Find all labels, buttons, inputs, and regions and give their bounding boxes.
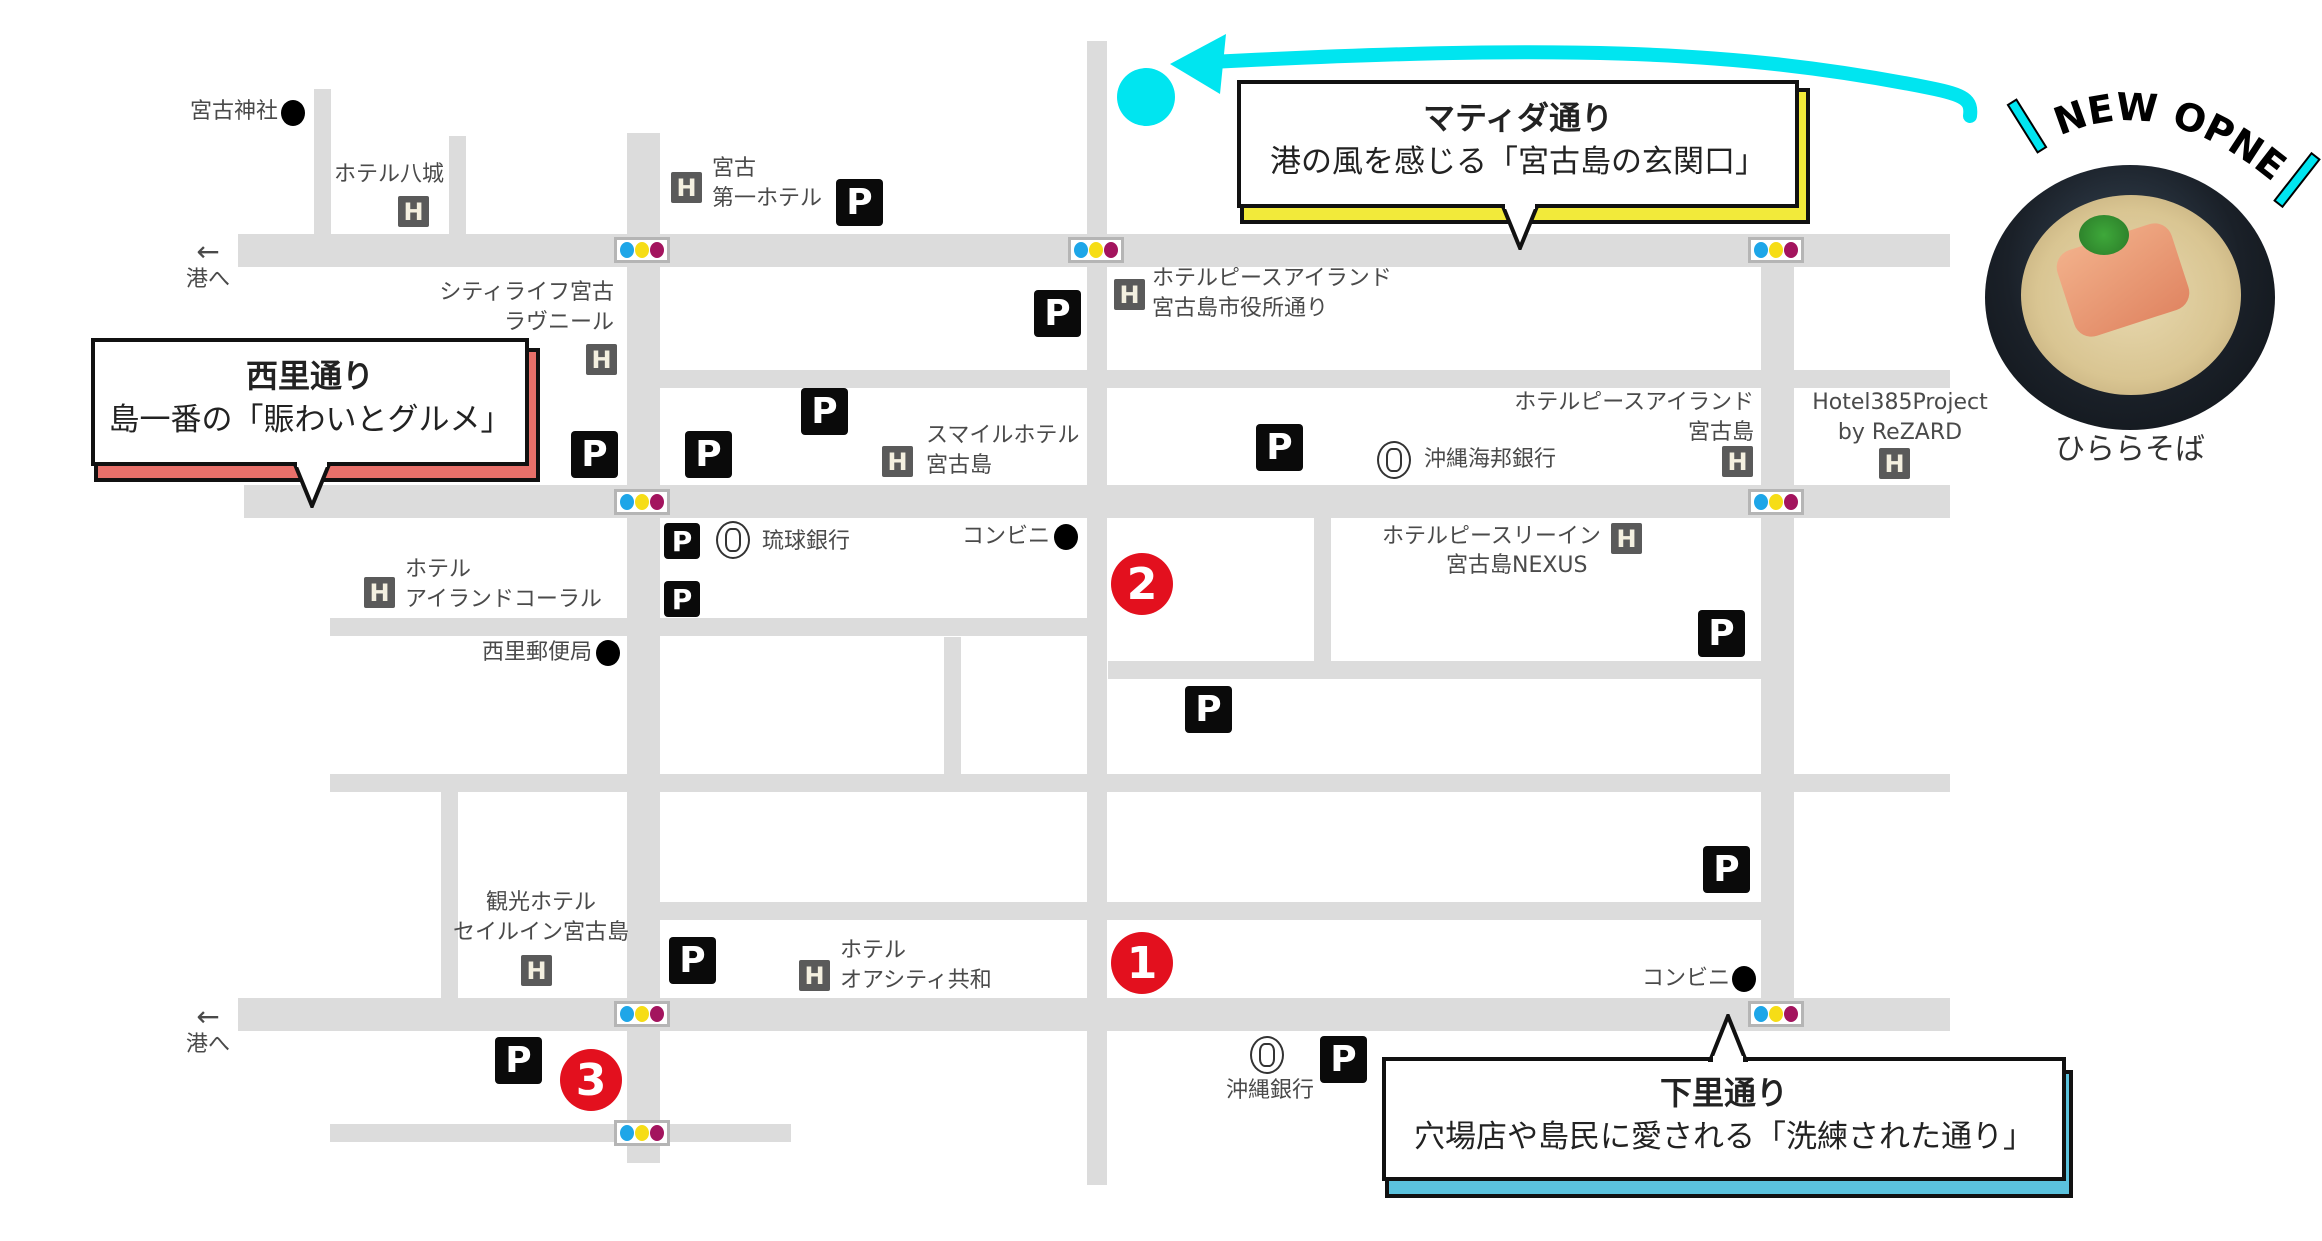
arrow-left-icon: ← (196, 235, 220, 268)
hotel-peace-miyakojima-label: ホテルピースアイランド 宮古島 (1514, 390, 1754, 445)
callout-nishizato-subtitle: 島一番の「賑わいとグルメ」 (108, 402, 512, 438)
parking-icon: P (1320, 1036, 1367, 1083)
parking-icon: P (1698, 610, 1745, 657)
callout-matida-subtitle: 港の風を感じる「宮古島の玄関口」 (1270, 144, 1766, 180)
callout-tail (292, 462, 332, 508)
hotel-peace-shiyakusho-label: ホテルピースアイランド 宮古島市役所通り (1152, 266, 1392, 321)
marker-number-3[interactable]: 3 (560, 1049, 622, 1111)
parking-icon: P (495, 1037, 542, 1084)
hotel-sailin-label: 観光ホテル セイルイン宮古島 (452, 890, 629, 945)
destination-dot-icon (1117, 68, 1175, 126)
landmark-shrine-label: 宮古神社 (189, 99, 278, 124)
hotel-smile-label: スマイルホテル 宮古島 (926, 423, 1080, 478)
bank-okinawa-label: 沖縄銀行 (1225, 1078, 1314, 1103)
sparkle-line-icon (2006, 98, 2048, 154)
hotel-icon: H (799, 960, 830, 991)
hotel-icon: H (1722, 446, 1753, 477)
hotel-385project-label: Hotel385Project by ReZARD (1812, 390, 1988, 445)
traffic-signal-icon (1748, 489, 1804, 515)
road-vertical (314, 89, 331, 239)
parking-icon: P (801, 388, 848, 435)
landmark-dot-icon (281, 100, 305, 126)
traffic-signal-icon (614, 1120, 670, 1146)
parking-icon: P (1185, 686, 1232, 733)
hotel-hachijo-label: ホテル八城 (334, 162, 445, 187)
parking-icon: P (836, 179, 883, 226)
direction-to-port: ← 港へ (186, 235, 231, 293)
soba-shop-name: ひららそば (2055, 432, 2205, 467)
parking-icon: P (1256, 424, 1303, 471)
road-horizontal (330, 774, 1950, 792)
hotel-icon: H (882, 446, 913, 477)
landmark-dot-icon (596, 640, 620, 666)
road-vertical (449, 136, 466, 236)
hotel-icon: H (1114, 279, 1145, 310)
traffic-signal-icon (1068, 237, 1124, 263)
bank-icon (1377, 441, 1411, 479)
callout-shimozato-title: 下里通り (1659, 1074, 1788, 1112)
parking-icon: P (1034, 290, 1081, 337)
road-vertical-main-center (1087, 41, 1107, 1185)
road-vertical (1314, 515, 1331, 661)
parking-icon: P (664, 581, 700, 617)
parking-icon: P (664, 523, 700, 559)
soba-green-onion (2079, 215, 2129, 255)
hotel-icon: H (398, 196, 429, 227)
landmark-konbini-label: コンビニ (1641, 966, 1730, 991)
parking-icon: P (669, 937, 716, 984)
hotel-icon: H (1611, 523, 1642, 554)
hotel-icon: H (586, 344, 617, 375)
bank-icon (716, 521, 750, 559)
road-vertical-main-west (627, 133, 660, 1163)
bank-ryukyu-label: 琉球銀行 (762, 529, 851, 554)
hotel-island-coral-label: ホテル アイランドコーラル (405, 557, 602, 612)
parking-icon: P (685, 431, 732, 478)
road-horizontal (330, 1124, 791, 1142)
soba-bowl-image (1985, 165, 2275, 430)
traffic-signal-icon (614, 489, 670, 515)
hotel-peace-three-sub-label: 宮古島NEXUS (1446, 553, 1588, 578)
direction-to-port: ← 港へ (186, 1000, 231, 1058)
traffic-signal-icon (1748, 1001, 1804, 1027)
landmark-dot-icon (1732, 966, 1756, 992)
callout-nishizato-box: 西里通り 島一番の「賑わいとグルメ」 (91, 338, 529, 466)
landmark-dot-icon (1054, 524, 1078, 550)
hotel-peace-three-label: ホテルピースリーイン (1382, 524, 1601, 549)
callout-nishizato-title: 西里通り (245, 357, 374, 395)
arrow-left-icon: ← (196, 1000, 220, 1033)
callout-shimozato-subtitle: 穴場店や島民に愛される「洗練された通り」 (1414, 1119, 2034, 1155)
hotel-icon: H (364, 577, 395, 608)
traffic-signal-icon (614, 237, 670, 263)
landmark-konbini-label: コンビニ (961, 524, 1050, 549)
traffic-signal-icon (614, 1001, 670, 1027)
hotel-oasis-label: ホテル オアシティ共和 (840, 938, 992, 993)
hotel-daiichi-label: 宮古 第一ホテル (712, 156, 823, 211)
bank-kaiho-label: 沖縄海邦銀行 (1424, 447, 1557, 472)
callout-matida-title: マティダ通り (1422, 99, 1614, 137)
sparkle-line-icon (2273, 151, 2321, 209)
hotel-icon: H (521, 955, 552, 986)
landmark-post-office-label: 西里郵便局 (481, 640, 592, 665)
road-vertical-main-east (1761, 262, 1794, 1008)
road-vertical (441, 792, 458, 998)
marker-number-1[interactable]: 1 (1111, 932, 1173, 994)
callout-tail (1500, 204, 1540, 250)
callout-tail (1708, 1014, 1748, 1062)
road-horizontal (330, 618, 1096, 636)
marker-number-2[interactable]: 2 (1111, 553, 1173, 615)
road-vertical (944, 637, 961, 776)
parking-icon: P (571, 431, 618, 478)
callout-shimozato-box: 下里通り 穴場店や島民に愛される「洗練された通り」 (1382, 1057, 2066, 1181)
traffic-signal-icon (1748, 237, 1804, 263)
parking-icon: P (1703, 846, 1750, 893)
road-horizontal (1108, 661, 1763, 679)
curved-arrow-icon (1170, 34, 1978, 123)
road-horizontal (659, 370, 1950, 388)
road-horizontal (659, 902, 1763, 920)
bank-icon (1250, 1036, 1284, 1074)
hotel-citylife-label: シティライフ宮古 ラヴニール (439, 280, 614, 335)
callout-matida-box: マティダ通り 港の風を感じる「宮古島の玄関口」 (1237, 80, 1799, 208)
hotel-icon: H (1879, 448, 1910, 479)
hotel-icon: H (671, 172, 702, 203)
